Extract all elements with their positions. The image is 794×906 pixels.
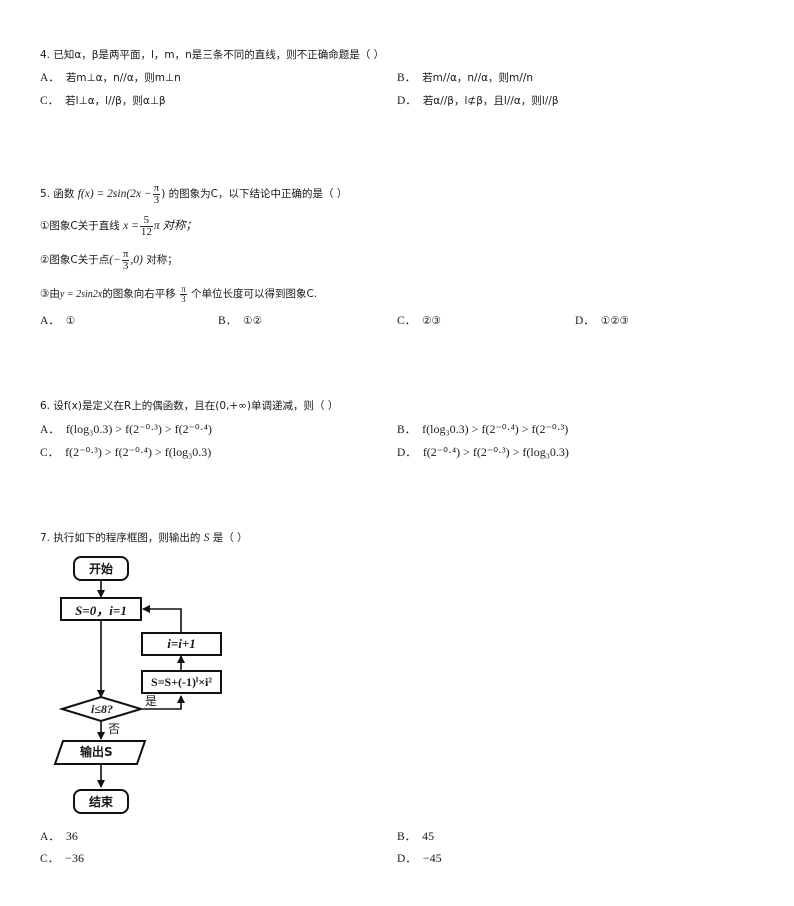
flowchart-start-label: 开始 <box>88 562 113 576</box>
q6-option-a-text: f(log₃0.3) > f(2⁻⁰·³) > f(2⁻⁰·⁴) <box>65 422 212 436</box>
q7-option-a-text: 36 <box>65 829 78 843</box>
q4-option-c-text: 若l⊥α，l//β，则α⊥β <box>65 95 166 107</box>
flowchart-update-label: S=S+(-1)ⁱ×i² <box>151 674 212 689</box>
q5-option-d[interactable]: D． ①②③ <box>575 314 629 328</box>
q5-option-a[interactable]: A． ① <box>40 314 75 328</box>
q5-s2-prefix: ②图象C关于点 <box>40 254 110 266</box>
flowchart-end-label: 结束 <box>88 795 113 809</box>
q5-option-d-text: ①②③ <box>600 315 630 327</box>
flowchart-init: S=0，i=1 <box>60 597 142 621</box>
q6-option-d-text: f(2⁻⁰·⁴) > f(2⁻⁰·³) > f(log₃0.3) <box>422 445 569 459</box>
q7-option-d-label: D． <box>397 853 417 865</box>
q6-option-a-label: A． <box>40 424 60 436</box>
q5-s2-math-a: (− <box>109 254 121 266</box>
q6-option-d-label: D． <box>397 447 417 459</box>
q6-option-c-text: f(2⁻⁰·³) > f(2⁻⁰·⁴) > f(log₃0.3) <box>65 445 212 459</box>
flowchart-yes-label: 是 <box>145 694 158 708</box>
q7-stem-var: S <box>203 532 210 544</box>
flowchart-end: 结束 <box>73 789 129 814</box>
q4-option-b-label: B． <box>397 72 417 84</box>
q5-option-b[interactable]: B． ①② <box>218 314 262 328</box>
q7-option-d[interactable]: D． −45 <box>397 851 442 866</box>
q4-option-c-label: C． <box>40 95 60 107</box>
q5-s1-suffix: π 对称； <box>153 220 197 232</box>
q7-stem-prefix: 7. 执行如下的程序框图，则输出的 <box>40 532 201 544</box>
q5-s2-suffix: 对称； <box>146 254 178 266</box>
q5-s3-prefix: ③由 <box>40 288 60 300</box>
q6-stem: 6. 设f(x)是定义在R上的偶函数，且在(0,+∞)单调递减，则（ ） <box>40 400 339 412</box>
q6-option-c[interactable]: C． f(2⁻⁰·³) > f(2⁻⁰·⁴) > f(log₃0.3) <box>40 445 211 460</box>
fraction-denominator: 3 <box>153 193 160 206</box>
q5-option-c[interactable]: C． ②③ <box>397 314 441 328</box>
fraction-denominator: 3 <box>181 293 186 304</box>
q5-stem-suffix: ) 的图象为C，以下结论中正确的是（ ） <box>161 188 348 200</box>
q7-option-b-label: B． <box>397 831 417 843</box>
q5-option-a-label: A． <box>40 315 60 327</box>
q5-option-c-text: ②③ <box>422 315 441 327</box>
q4-option-a-text: 若m⊥α，n//α，则m⊥n <box>65 72 181 84</box>
q5-s2-math-b: ,0) <box>130 254 143 266</box>
q7-option-b-text: 45 <box>422 829 435 843</box>
q7-option-a[interactable]: A． 36 <box>40 829 78 844</box>
fraction-numerator: π <box>152 181 161 195</box>
flowchart-start: 开始 <box>73 556 129 581</box>
q6-option-c-label: C． <box>40 447 60 459</box>
q5-s1-math: x = <box>123 220 139 232</box>
flowchart-output-label: 输出S <box>80 745 113 759</box>
q6-option-b[interactable]: B． f(log₃0.3) > f(2⁻⁰·⁴) > f(2⁻⁰·³) <box>397 422 568 437</box>
q5-option-b-text: ①② <box>243 315 262 327</box>
q4-option-d[interactable]: D． 若α//β，l⊄β，且l//α，则l//β <box>397 94 559 108</box>
q5-s3-mid: 的图象向右平移 <box>102 288 176 300</box>
q5-s1-prefix: ①图象C关于直线 <box>40 220 120 232</box>
q5-s3-math: y = 2sin2x <box>59 289 103 300</box>
q4-option-d-label: D． <box>397 95 417 107</box>
q6-option-b-label: B． <box>397 424 417 436</box>
fraction-denominator: 12 <box>140 225 152 238</box>
q4-option-a-label: A． <box>40 72 60 84</box>
fraction-denominator: 3 <box>122 259 129 272</box>
fraction-numerator: π <box>180 283 187 295</box>
q4-option-b-text: 若m//α，n//α，则m//n <box>422 72 534 84</box>
q7-stem-suffix: 是（ ） <box>212 532 248 544</box>
flowchart-increment-label: i=i+1 <box>167 636 196 651</box>
q7-option-a-label: A． <box>40 831 60 843</box>
q5-stem-function: f(x) = 2sin(2x − <box>77 188 152 200</box>
flowchart-update: S=S+(-1)ⁱ×i² <box>141 670 222 694</box>
q7-option-c-text: −36 <box>65 851 84 865</box>
q5-option-d-label: D． <box>575 315 595 327</box>
flowchart-init-label: S=0，i=1 <box>75 602 127 618</box>
q4-option-d-text: 若α//β，l⊄β，且l//α，则l//β <box>422 95 559 107</box>
q4-option-c[interactable]: C． 若l⊥α，l//β，则α⊥β <box>40 94 166 108</box>
q5-option-b-label: B． <box>218 315 238 327</box>
fraction-numerator: π <box>121 247 130 261</box>
q6-option-a[interactable]: A． f(log₃0.3) > f(2⁻⁰·³) > f(2⁻⁰·⁴) <box>40 422 212 437</box>
q7-option-c[interactable]: C． −36 <box>40 851 84 866</box>
q7-option-b[interactable]: B． 45 <box>397 829 434 844</box>
q4-stem: 4. 已知α，β是两平面，l，m，n是三条不同的直线，则不正确命题是（ ） <box>40 49 385 61</box>
fraction-numerator: 5 <box>139 214 153 227</box>
flowchart-condition-label: i≤8? <box>91 702 113 716</box>
q5-option-c-label: C． <box>397 315 417 327</box>
q5-s3-suffix: 个单位长度可以得到图象C. <box>190 288 318 300</box>
q4-option-b[interactable]: B． 若m//α，n//α，则m//n <box>397 71 533 85</box>
q6-option-b-text: f(log₃0.3) > f(2⁻⁰·⁴) > f(2⁻⁰·³) <box>422 422 569 436</box>
flowchart-no-label: 否 <box>108 722 121 736</box>
q7-stem: 7. 执行如下的程序框图，则输出的 S 是（ ） <box>40 531 248 545</box>
q6-option-d[interactable]: D． f(2⁻⁰·⁴) > f(2⁻⁰·³) > f(log₃0.3) <box>397 445 569 460</box>
q7-option-c-label: C． <box>40 853 60 865</box>
q4-option-a[interactable]: A． 若m⊥α，n//α，则m⊥n <box>40 71 181 85</box>
flowchart-increment: i=i+1 <box>141 632 222 656</box>
q5-option-a-text: ① <box>65 315 76 327</box>
q5-stem-prefix: 5. 函数 <box>40 188 75 200</box>
q7-option-d-text: −45 <box>422 851 442 865</box>
